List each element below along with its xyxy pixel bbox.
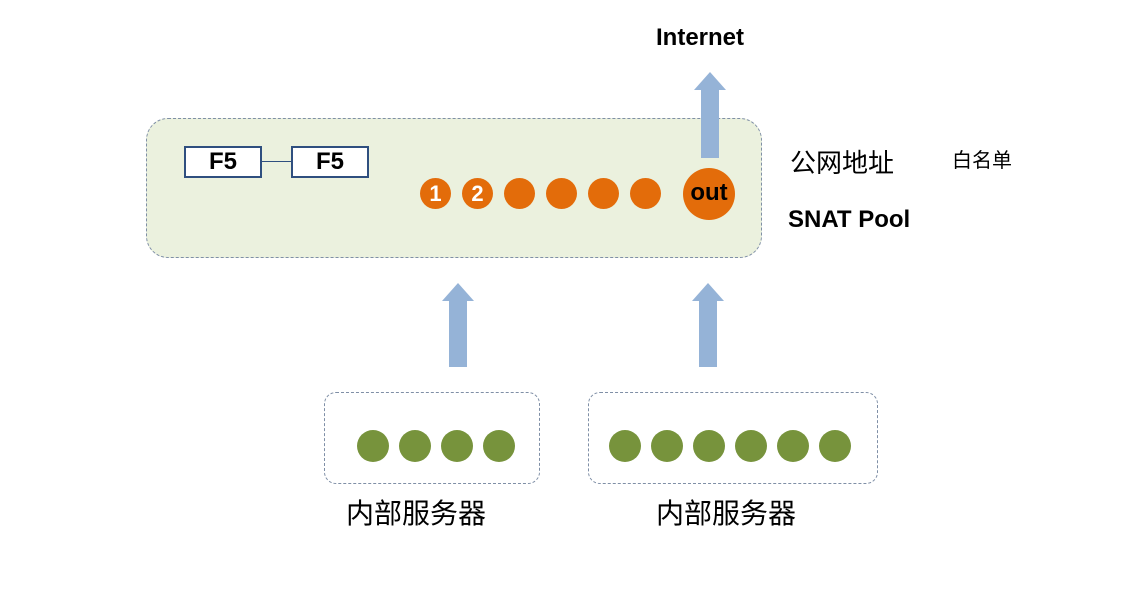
f5-link-line — [262, 161, 292, 162]
server-1-4 — [483, 430, 515, 462]
server-2-4 — [735, 430, 767, 462]
snat-address-5 — [588, 178, 619, 209]
snat-address-1: 1 — [420, 178, 451, 209]
server-2-3 — [693, 430, 725, 462]
snat-address-6 — [630, 178, 661, 209]
arrow-from-server-group-1 — [442, 283, 474, 367]
internet-label: Internet — [656, 24, 745, 51]
snat-pool-label: SNAT Pool — [788, 206, 911, 233]
arrow-from-server-group-2 — [692, 283, 724, 367]
server-1-2 — [399, 430, 431, 462]
public-address-label: 公网地址 — [790, 149, 895, 179]
snat-address-4 — [546, 178, 577, 209]
server-1-3 — [441, 430, 473, 462]
snat-pool-box — [146, 118, 762, 258]
f5-device-2: F5 — [291, 146, 369, 178]
arrow-to-internet — [694, 72, 726, 158]
snat-address-3 — [504, 178, 535, 209]
server-2-5 — [777, 430, 809, 462]
snat-address-2: 2 — [462, 178, 493, 209]
server-2-1 — [609, 430, 641, 462]
f5-device-1: F5 — [184, 146, 262, 178]
server-1-1 — [357, 430, 389, 462]
whitelist-label: 白名单 — [952, 148, 1012, 172]
server-2-6 — [819, 430, 851, 462]
server-2-2 — [651, 430, 683, 462]
server-group-1-label: 内部服务器 — [346, 497, 487, 530]
server-group-2-label: 内部服务器 — [656, 497, 797, 530]
snat-out-address: out — [683, 168, 735, 220]
